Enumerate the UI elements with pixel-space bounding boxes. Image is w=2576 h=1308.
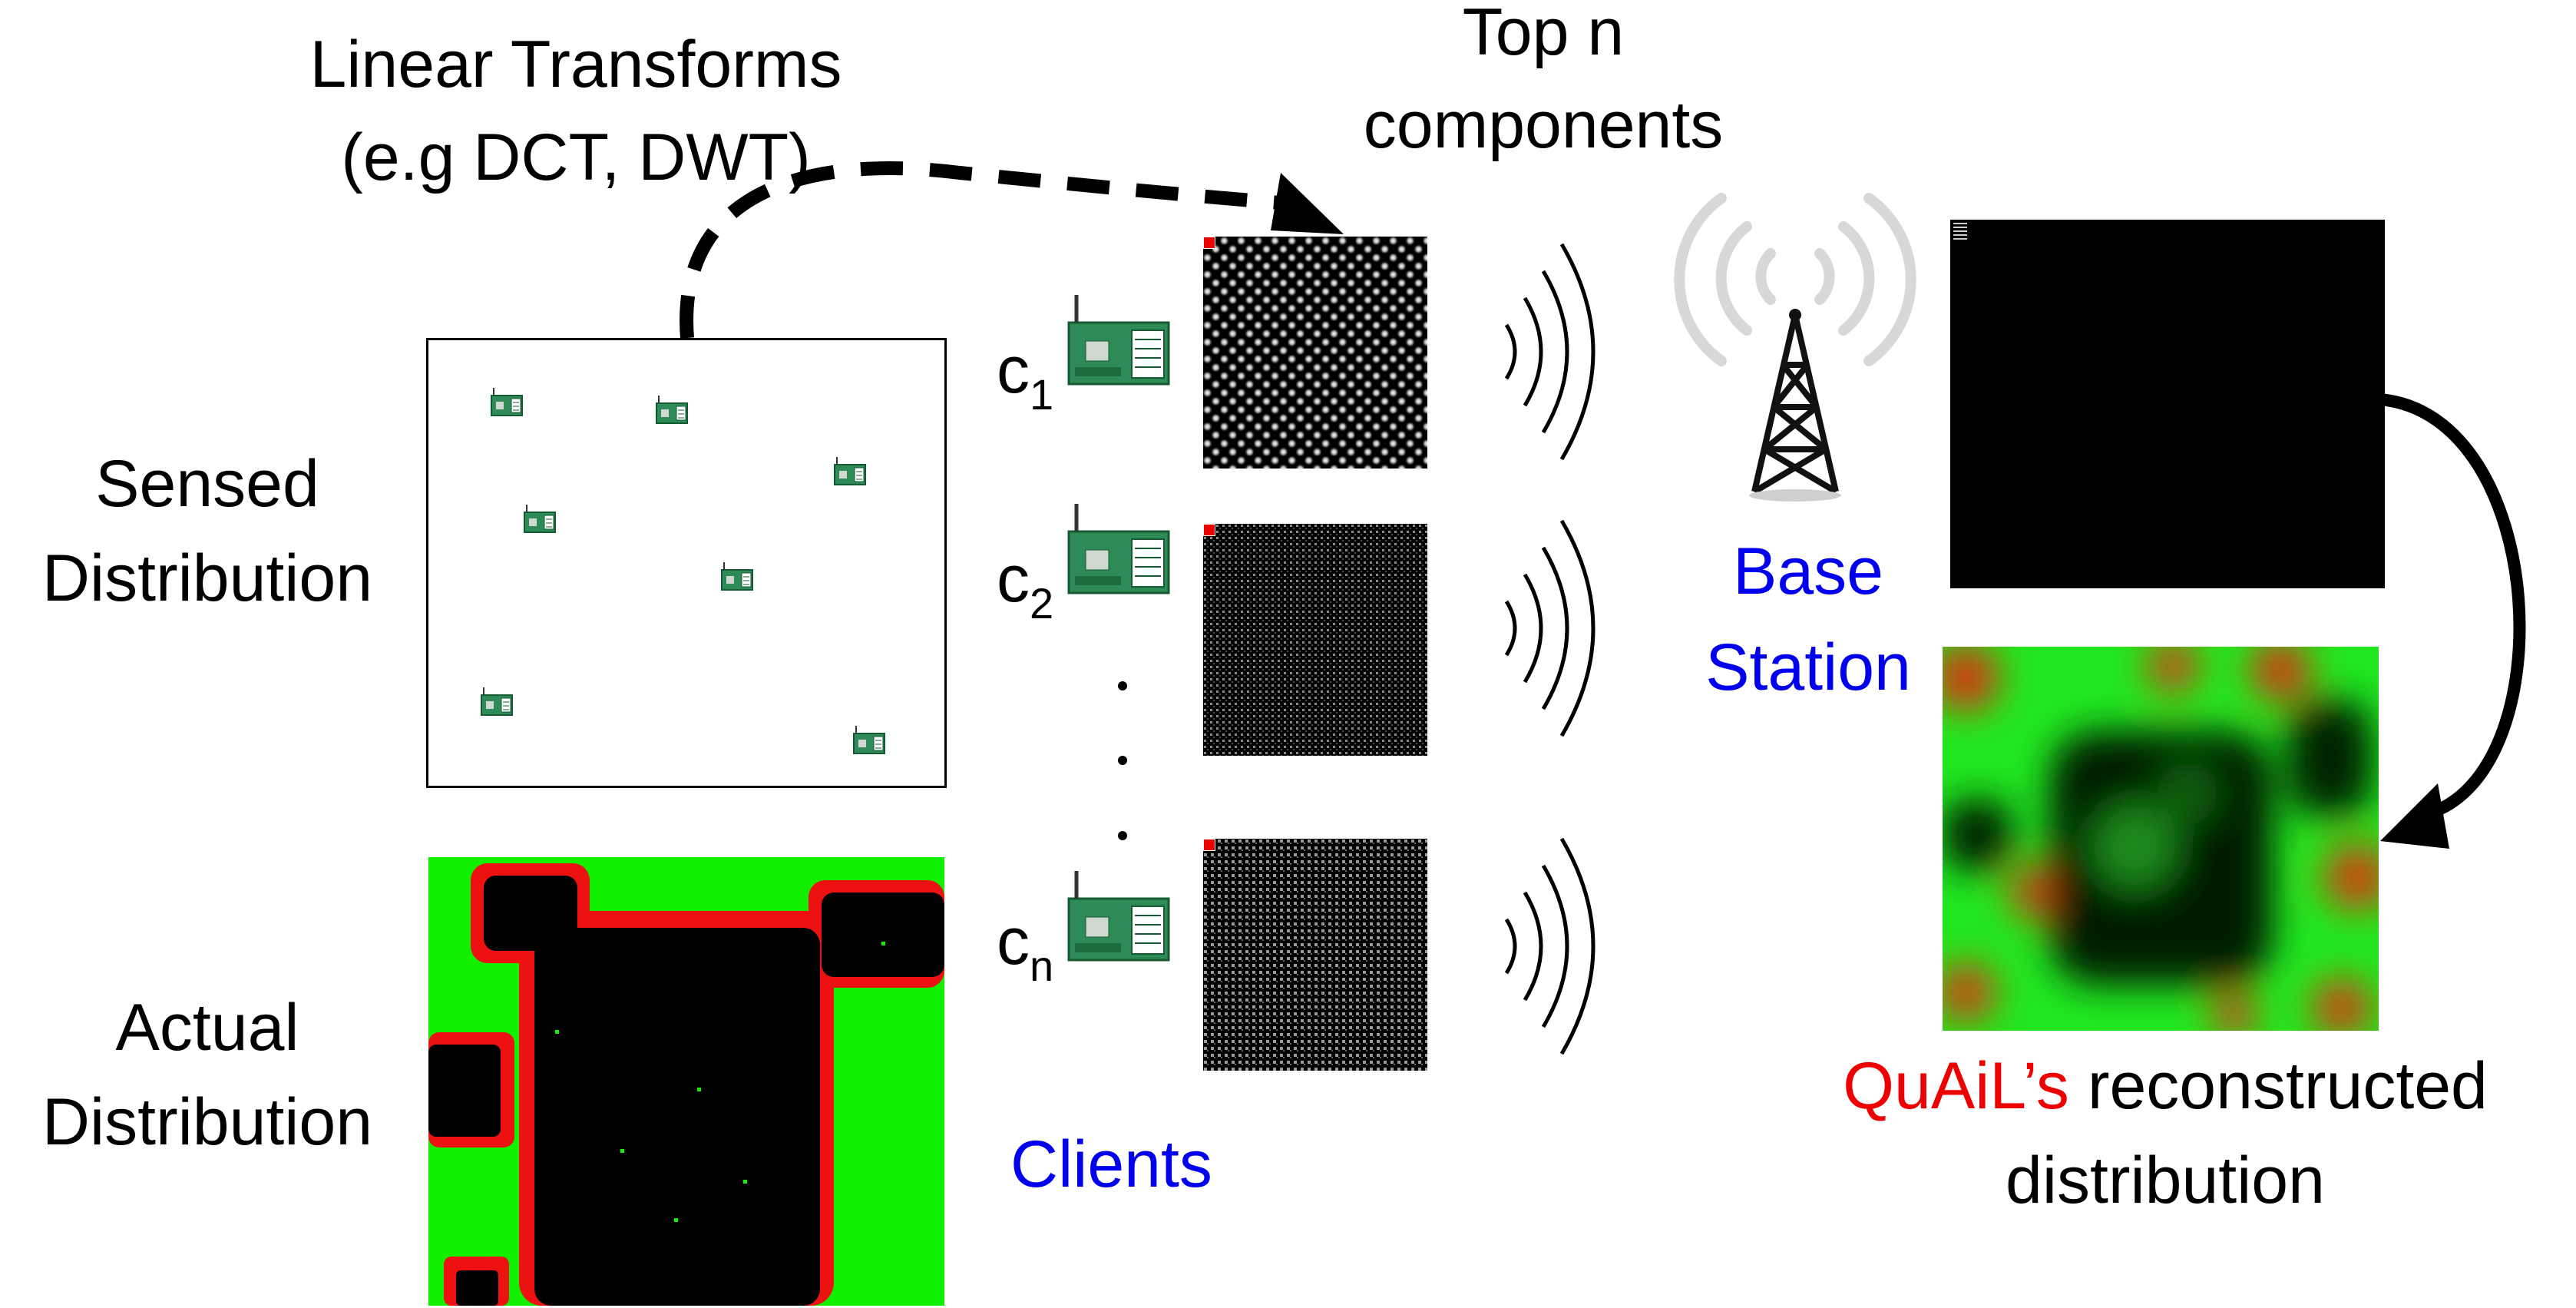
- actual-distribution-map: [428, 857, 944, 1306]
- linear-transforms-label: Linear Transforms (e.g DCT, DWT): [253, 15, 898, 207]
- wireless-waves-icon: [1506, 244, 1593, 459]
- actual-distribution-label: Actual Distribution: [0, 979, 415, 1172]
- sensor-board-icon: [651, 392, 694, 432]
- client-2-subscript: 2: [1030, 579, 1054, 628]
- wireless-waves-icon: [1506, 839, 1593, 1054]
- client-1-subscript: 1: [1030, 370, 1054, 419]
- component-image-1: [1203, 237, 1427, 469]
- client-n-label: cn: [997, 905, 1054, 990]
- base-station-label: Base Station: [1682, 522, 1935, 717]
- base-line1: Base: [1732, 535, 1884, 608]
- reconstructed-distribution-label: QuAiL’s reconstructed distribution: [1758, 1037, 2572, 1230]
- top-n-line2: components: [1363, 88, 1724, 162]
- component-marker: [1203, 237, 1215, 249]
- sensed-line1: Sensed: [95, 447, 319, 521]
- sensed-line2: Distribution: [41, 541, 373, 615]
- client-n-subscript: n: [1030, 942, 1054, 990]
- client-1-label: c1: [997, 333, 1054, 419]
- actual-distribution-shapes: [428, 863, 944, 1306]
- quail-name: QuAiL’s: [1843, 1049, 2069, 1123]
- reconstructed-coefficient-image: [1950, 220, 2385, 588]
- base-station-tower-icon: [1674, 193, 1916, 502]
- ellipsis-dots: [1118, 681, 1127, 840]
- component-image-2: [1203, 524, 1427, 756]
- linear-transforms-line1: Linear Transforms: [309, 28, 842, 101]
- reconstructed-distribution-map: [1943, 647, 2379, 1031]
- sensor-board-icon: [716, 559, 759, 598]
- sensed-distribution-label: Sensed Distribution: [0, 435, 415, 628]
- top-n-line1: Top n: [1462, 0, 1625, 69]
- actual-line1: Actual: [115, 991, 299, 1065]
- base-line2: Station: [1705, 631, 1911, 704]
- actual-line2: Distribution: [41, 1085, 373, 1159]
- sensor-board-icon: [519, 502, 562, 541]
- sensor-board-icon: [476, 684, 519, 724]
- component-marker: [1203, 524, 1215, 536]
- reconstructed-line1: QuAiL’s reconstructed: [1843, 1049, 2488, 1123]
- sensor-board-icon: [486, 385, 529, 424]
- coefficient-dots: [1953, 223, 1967, 240]
- sensor-board-icon: [829, 454, 872, 493]
- wireless-waves-icon: [1506, 521, 1593, 736]
- client-n-sensor-icon: [1069, 871, 1169, 960]
- sensor-board-icon: [848, 723, 891, 762]
- clients-label: Clients: [1010, 1128, 1212, 1201]
- sensed-distribution-panel: [426, 338, 947, 788]
- client-1-sensor-icon: [1069, 295, 1169, 384]
- client-2-label: c2: [997, 542, 1054, 628]
- component-marker: [1203, 839, 1215, 851]
- component-image-n: [1203, 839, 1427, 1071]
- linear-transforms-line2: (e.g DCT, DWT): [341, 121, 811, 194]
- top-n-components-label: Top n components: [1305, 0, 1781, 175]
- reconstructed-line2: distribution: [2006, 1144, 2325, 1217]
- curved-arrow: [2379, 393, 2526, 849]
- dashed-arrow: [680, 161, 1344, 339]
- client-2-sensor-icon: [1069, 504, 1169, 593]
